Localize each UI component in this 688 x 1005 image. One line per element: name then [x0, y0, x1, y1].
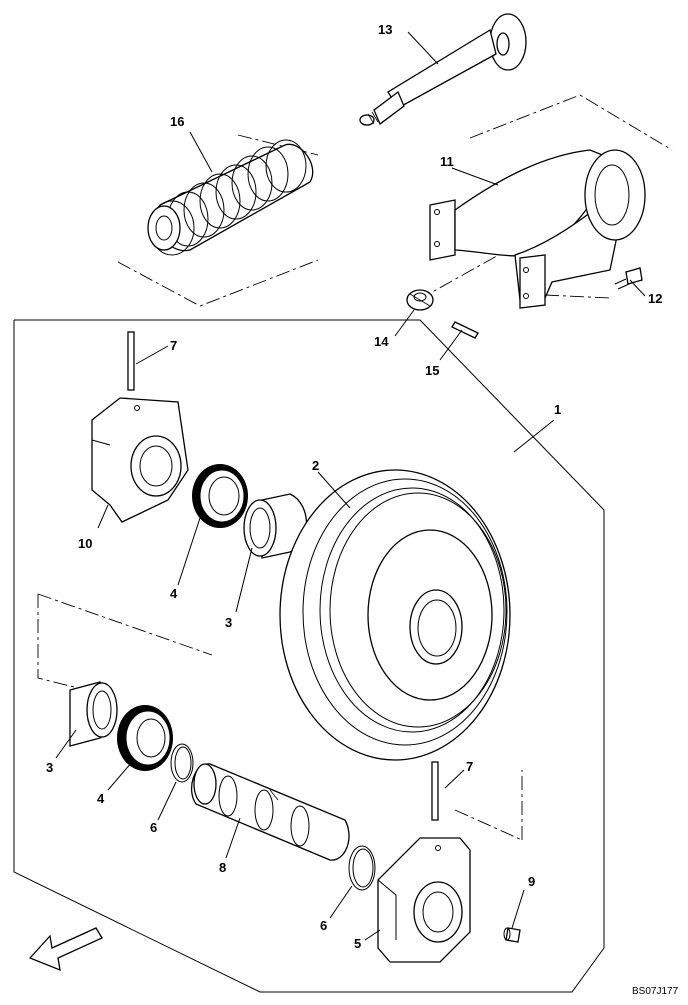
callout-3-lower: 3: [46, 760, 53, 775]
assembly-boundary: [13, 319, 605, 993]
spring-16: [147, 139, 314, 256]
castle-nut-14: [406, 289, 434, 311]
leader-lines: [55, 31, 646, 941]
callout-8: 8: [219, 860, 226, 875]
callout-11: 11: [440, 154, 454, 169]
callout-3-upper: 3: [225, 615, 232, 630]
shaft-13: [359, 13, 527, 126]
lower-dash-frames: [37, 593, 523, 841]
pin-7-upper: [127, 331, 135, 391]
callout-1: 1: [554, 402, 561, 417]
callout-7-upper: 7: [170, 338, 177, 353]
bolt-12: [614, 267, 643, 290]
pin-7-lower: [431, 761, 439, 821]
callout-7-lower: 7: [466, 759, 473, 774]
split-pin-15: [451, 321, 479, 339]
callout-labels: 13 16 11 12 14 15 7 1 2 10 4 3 3 4 6 7 8…: [46, 22, 662, 951]
callout-14: 14: [374, 334, 389, 349]
callout-2: 2: [312, 458, 319, 473]
seal-4-upper: [192, 464, 248, 528]
o-ring-6-left: [170, 743, 194, 783]
bracket-5: [377, 837, 471, 963]
shaft-8: [191, 763, 350, 861]
bracket-11: [429, 149, 646, 309]
drawing-code: BS07J177: [632, 986, 679, 997]
callout-6-left: 6: [150, 820, 157, 835]
bushing-3-lower: [69, 681, 118, 747]
seal-4-lower: [117, 705, 173, 771]
bracket-10: [91, 397, 189, 523]
callout-9: 9: [528, 874, 535, 889]
callout-10: 10: [78, 536, 92, 551]
callout-15: 15: [425, 363, 439, 378]
front-direction-arrow-icon: [28, 927, 103, 972]
plug-9: [503, 927, 521, 943]
o-ring-6-right: [348, 845, 376, 891]
callout-4-lower: 4: [97, 791, 105, 806]
callout-16: 16: [170, 114, 184, 129]
callout-12: 12: [648, 291, 662, 306]
callout-13: 13: [378, 22, 392, 37]
callout-6-right: 6: [320, 918, 327, 933]
callout-4-upper: 4: [170, 586, 178, 601]
idler-wheel-2: [279, 469, 511, 761]
callout-5: 5: [354, 936, 361, 951]
